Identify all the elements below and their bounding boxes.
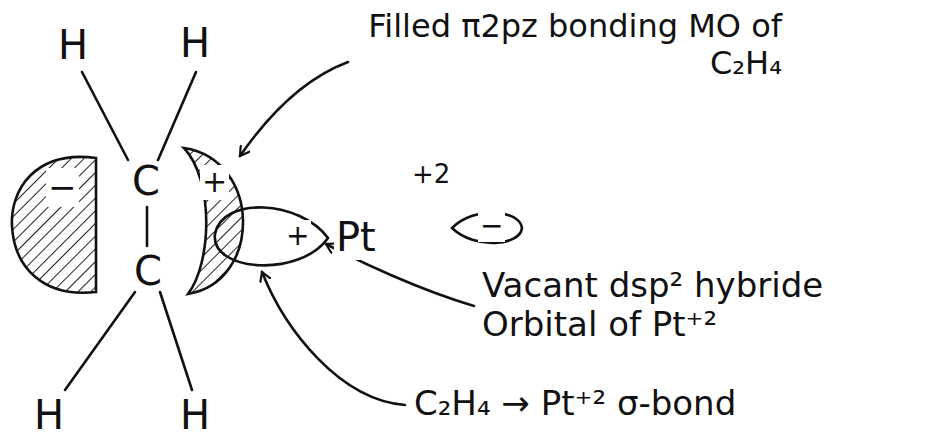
phase-sign: + xyxy=(284,220,311,252)
atom-label: H xyxy=(180,20,210,66)
pi-lobe-positive xyxy=(184,148,243,294)
leader-arrow xyxy=(262,272,405,405)
metal-label: Pt xyxy=(334,214,378,260)
leader-arrow xyxy=(240,62,348,156)
bond-line xyxy=(158,72,196,160)
orbital-note: Filled π2pz bonding MO of C₂H₄ xyxy=(352,8,782,82)
phase-sign: − xyxy=(478,210,505,242)
atom-label: H xyxy=(34,392,64,438)
atom-label: H xyxy=(180,392,210,438)
atom-label: C xyxy=(134,248,162,294)
atom-label: H xyxy=(58,22,88,68)
pi-lobe-negative xyxy=(12,157,96,293)
bond-line xyxy=(82,72,128,160)
phase-sign: + xyxy=(200,165,229,200)
bond-note: C₂H₄ → Pt⁺² σ-bond xyxy=(414,384,736,423)
bond-line xyxy=(146,207,149,246)
atom-label: C xyxy=(132,158,160,204)
oxidation-state: +2 xyxy=(412,160,450,190)
hybrid-lobe xyxy=(215,207,328,265)
phase-sign: − xyxy=(46,168,79,207)
bond-line xyxy=(65,292,135,390)
orbital-note: Vacant dsp² hybride Orbital of Pt⁺² xyxy=(482,266,907,344)
bond-line xyxy=(160,292,192,390)
